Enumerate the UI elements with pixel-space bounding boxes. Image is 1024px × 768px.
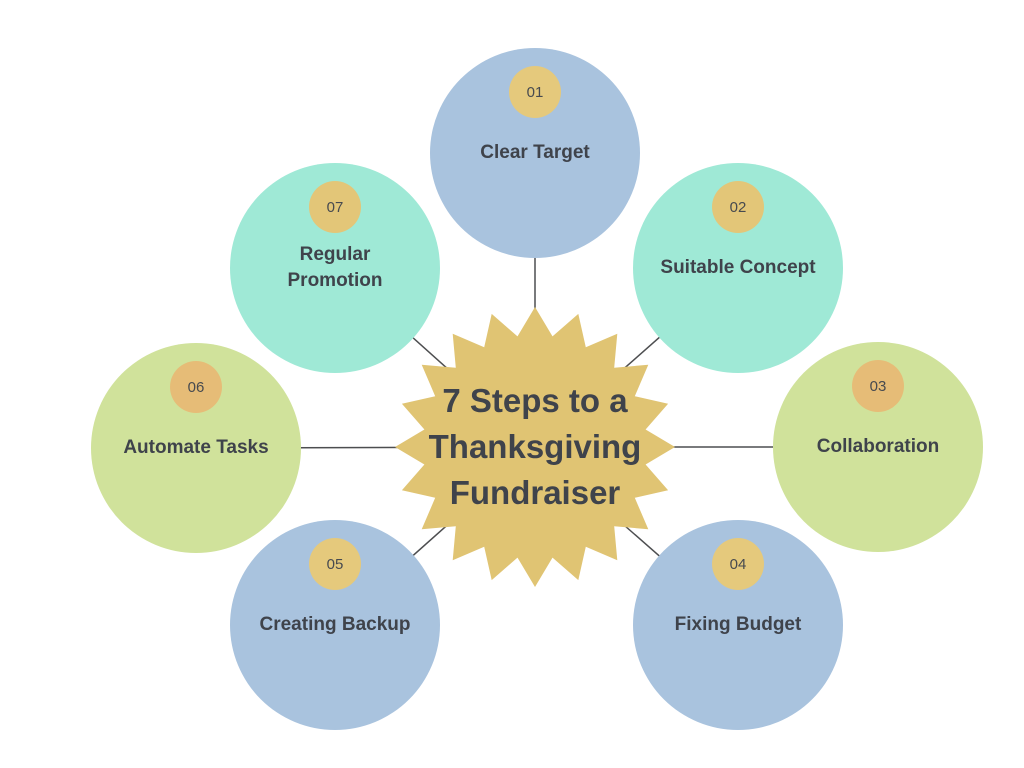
step-label: Regular Promotion	[287, 244, 383, 291]
step-number: 07	[326, 198, 344, 216]
step-label: Suitable Concept	[660, 257, 816, 279]
step-number: 05	[326, 555, 344, 573]
step-number-badge: 04	[712, 538, 764, 590]
step-label: Automate Tasks	[123, 437, 269, 459]
step-number: 02	[729, 198, 747, 216]
step-number-badge: 01	[509, 66, 561, 118]
step-label: Clear Target	[480, 142, 590, 164]
step-number: 03	[869, 377, 887, 395]
step-label: Fixing Budget	[674, 614, 802, 636]
step-number-badge: 05	[309, 538, 361, 590]
step-number: 01	[526, 83, 544, 101]
step-number-badge: 07	[309, 181, 361, 233]
step-number-badge: 03	[852, 360, 904, 412]
step-number: 06	[187, 378, 205, 396]
diagram-title: 7 Steps to a Thanksgiving Fundraiser	[428, 381, 642, 512]
step-number-badge: 06	[170, 361, 222, 413]
center-starburst	[395, 307, 675, 587]
step-label: Creating Backup	[259, 614, 411, 636]
step-number-badge: 02	[712, 181, 764, 233]
step-number: 04	[729, 555, 747, 573]
step-label: Collaboration	[816, 436, 940, 458]
